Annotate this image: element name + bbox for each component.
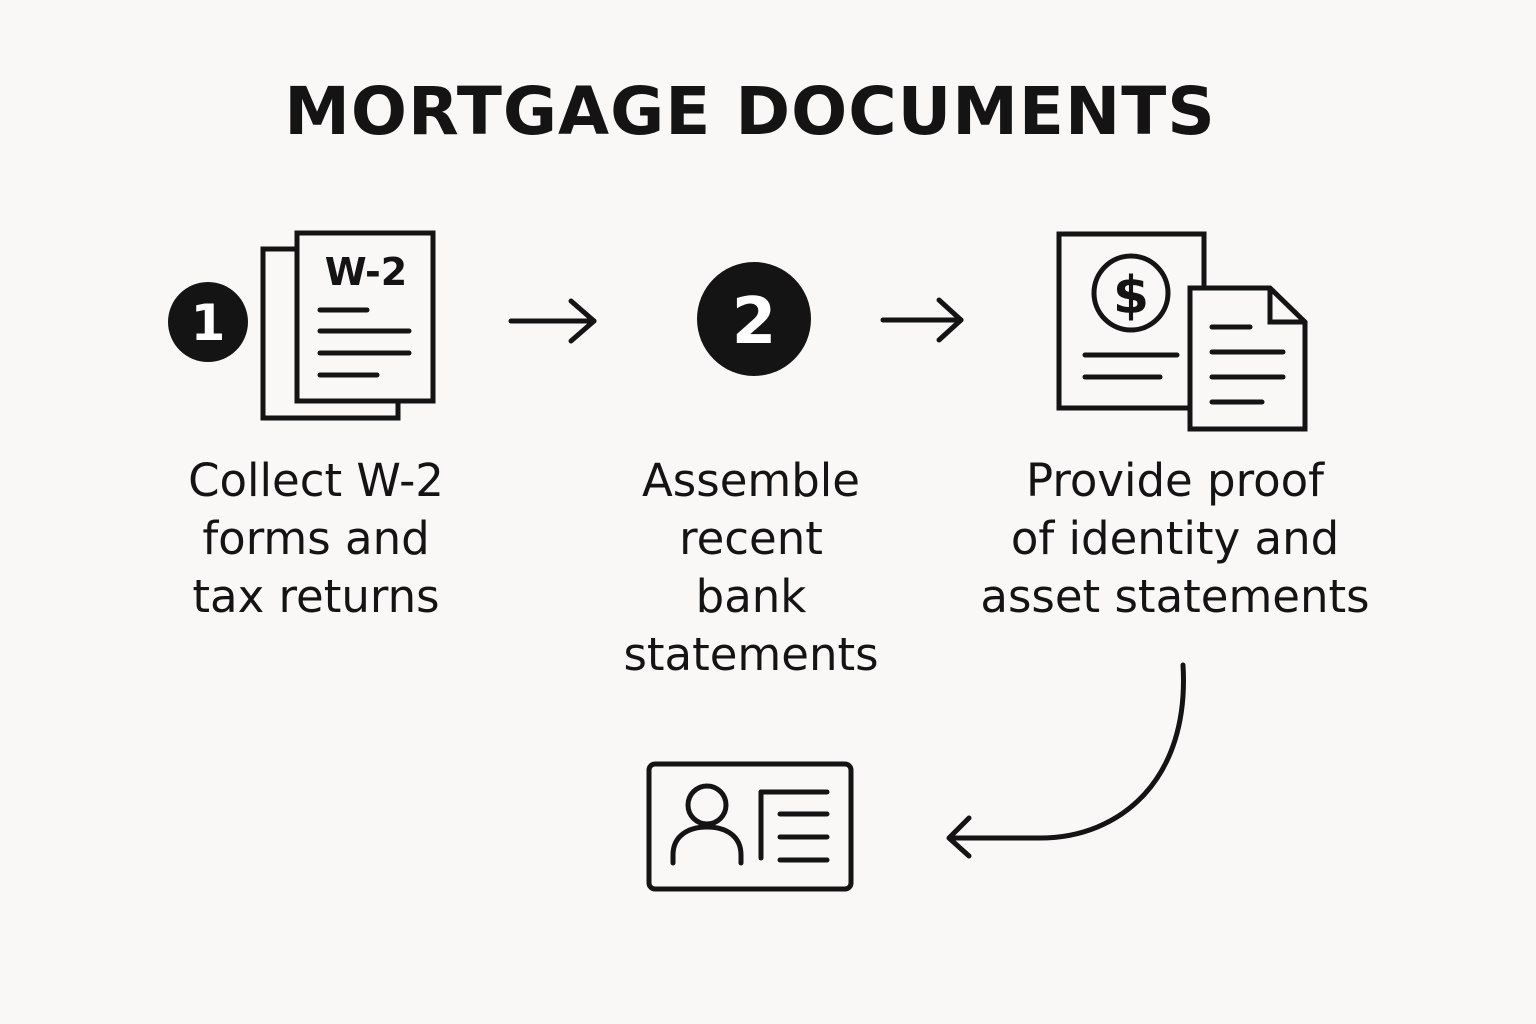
- page-title: MORTGAGE DOCUMENTS: [284, 73, 1216, 150]
- tax-document-icon: [260, 230, 436, 421]
- w2-document-label: W-2: [325, 250, 407, 294]
- arrow-right-icon: [880, 297, 964, 343]
- dollar-icon: $: [1113, 266, 1149, 326]
- caption-line: Collect W-2: [188, 454, 444, 507]
- caption-line: statements: [623, 628, 879, 681]
- step-1-badge: 1: [168, 282, 248, 362]
- curved-arrow-icon: [946, 662, 1186, 859]
- caption-line: Provide proof: [1025, 454, 1325, 507]
- caption-line: recent: [679, 512, 823, 565]
- step-2-badge: 2: [697, 262, 811, 376]
- id-card-icon: [646, 761, 854, 892]
- step-2-number: 2: [732, 285, 777, 359]
- caption-line: asset statements: [980, 570, 1370, 623]
- financial-statement-icon: [1056, 231, 1308, 432]
- arrow-right-icon: [508, 298, 597, 344]
- step-1-number: 1: [191, 294, 226, 352]
- step-3-caption: Provide proof of identity and asset stat…: [955, 452, 1395, 626]
- caption-line: forms and: [202, 512, 430, 565]
- caption-line: tax returns: [192, 570, 440, 623]
- caption-line: bank: [695, 570, 807, 623]
- caption-line: Assemble: [642, 454, 860, 507]
- step-1-caption: Collect W-2 forms and tax returns: [116, 452, 516, 626]
- caption-line: of identity and: [1010, 512, 1340, 565]
- step-2-caption: Assemble recent bank statements: [551, 452, 951, 684]
